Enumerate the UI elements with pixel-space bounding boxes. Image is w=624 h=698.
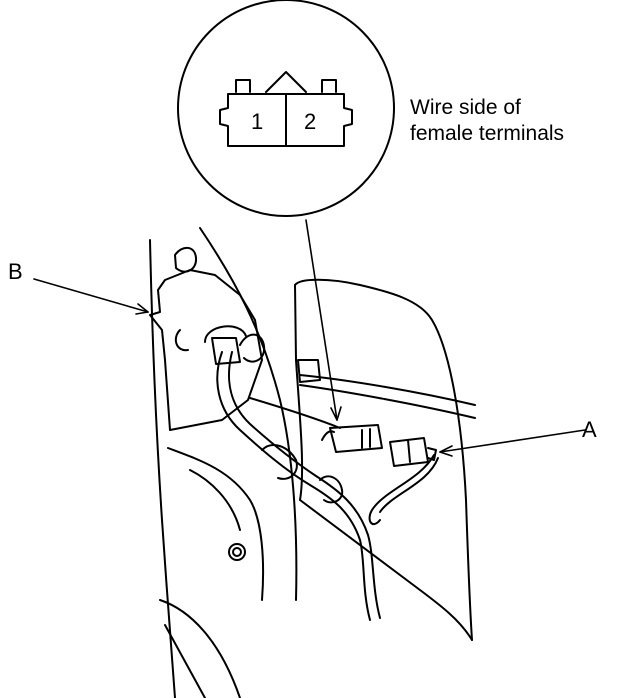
connector-a <box>368 437 439 526</box>
connector-face <box>219 71 353 147</box>
inset-caption-line2: female terminals <box>410 122 564 145</box>
door-rods <box>249 359 476 429</box>
callout-b: B <box>8 259 23 284</box>
inset-caption-line1: Wire side of <box>410 96 521 119</box>
wire-harness <box>204 325 381 621</box>
door-panel <box>149 227 298 698</box>
pin-2-label: 2 <box>304 109 316 134</box>
connector-male <box>321 424 383 453</box>
callout-a: A <box>582 417 597 442</box>
leader-lines <box>33 219 586 457</box>
door-opening <box>294 278 473 641</box>
pin-1-label: 1 <box>251 109 263 134</box>
